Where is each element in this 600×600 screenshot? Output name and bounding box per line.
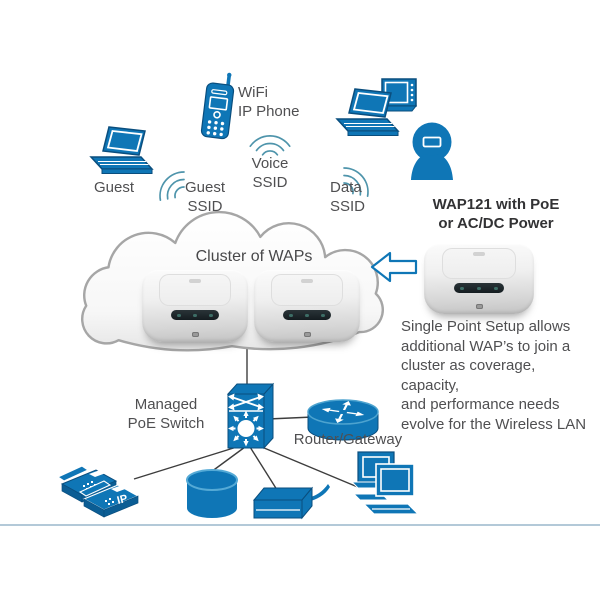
workgroup-switch-icon: [226, 382, 275, 450]
wap-device-icon: [254, 270, 360, 342]
wap-port: [475, 304, 483, 310]
wifi-ip-phone-label: WiFi IP Phone: [238, 84, 300, 120]
laptop-icon: [330, 86, 404, 144]
wap-logo: [473, 252, 485, 257]
printer-icon: [252, 484, 330, 520]
wap-model-label: WAP121 with PoE or AC/DC Power: [432, 196, 560, 232]
router-gateway-label: Router/Gateway: [293, 431, 403, 448]
wap-logo: [301, 278, 313, 283]
wifi-signal-arcs-icon: [343, 167, 369, 198]
cluster-of-waps-label: Cluster of WAPs: [195, 248, 313, 265]
wap-logo: [189, 278, 201, 283]
database-icon: [186, 469, 238, 518]
wap-port: [191, 331, 199, 337]
wifi-signal-arcs-icon: [249, 135, 291, 156]
wap-led-panel: [170, 310, 220, 321]
wap-led-panel: [282, 310, 332, 321]
wap-device-icon: [142, 270, 248, 342]
guest-label: Guest: [94, 179, 135, 196]
desktop-computers-icon: [350, 451, 420, 515]
ip-badge-text: IP: [116, 493, 129, 507]
guest-ssid-label: Guest SSID: [184, 179, 226, 215]
wap-port: [303, 331, 311, 337]
video-camera-icon: [411, 122, 453, 180]
data-ssid-label: Data SSID: [330, 179, 366, 215]
ip-phones-icon: IP: [56, 465, 140, 518]
wap121-photo-icon: [424, 244, 534, 314]
left-arrow-icon: [370, 251, 418, 283]
wifi-signal-arcs-icon: [159, 171, 185, 202]
router-icon: [307, 399, 379, 441]
single-point-setup-text: Single Point Setup allows additional WAP…: [401, 318, 587, 433]
mobile-phone-icon: [200, 72, 235, 140]
wap-led-panel: [453, 283, 505, 294]
voice-ssid-label: Voice SSID: [251, 155, 289, 191]
page-divider: [0, 524, 600, 526]
managed-poe-switch-label: Managed PoE Switch: [127, 396, 205, 432]
